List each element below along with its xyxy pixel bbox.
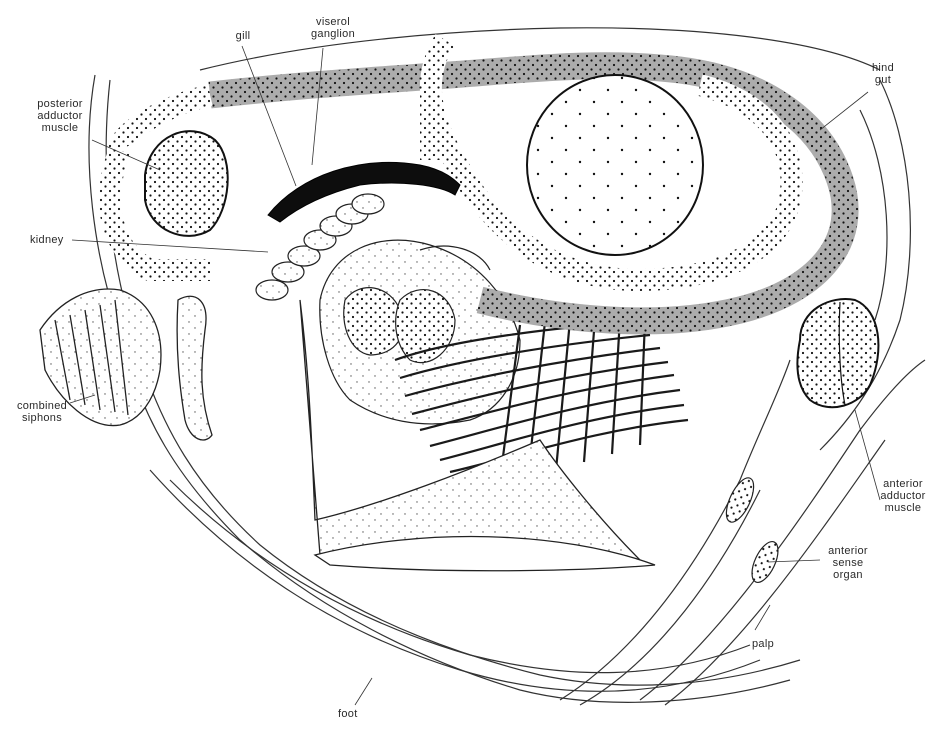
- label-visceral-ganglion-line1: viserol: [303, 16, 363, 28]
- label-hind-gut-line1: hind: [858, 62, 908, 74]
- label-visceral-ganglion: viserol ganglion: [303, 16, 363, 40]
- label-anterior-adductor-line2: adductor: [868, 490, 938, 502]
- label-kidney: kidney: [30, 234, 80, 246]
- label-hind-gut: hind gut: [858, 62, 908, 86]
- anterior-adductor-muscle: [797, 299, 878, 407]
- label-anterior-adductor-muscle: anterior adductor muscle: [868, 478, 938, 514]
- anterior-sense-organ: [721, 474, 784, 586]
- label-anterior-sense-organ-line2: sense: [818, 557, 878, 569]
- label-visceral-ganglion-line2: ganglion: [303, 28, 363, 40]
- digestive-gland: [527, 75, 703, 255]
- label-kidney-text: kidney: [30, 234, 80, 246]
- label-posterior-adductor-line3: muscle: [22, 122, 98, 134]
- label-anterior-sense-organ-line3: organ: [818, 569, 878, 581]
- label-hind-gut-line2: gut: [858, 74, 908, 86]
- label-combined-siphons-line1: combined: [6, 400, 78, 412]
- label-gill-text: gill: [228, 30, 258, 42]
- label-anterior-adductor-line1: anterior: [868, 478, 938, 490]
- label-combined-siphons: combined siphons: [6, 400, 78, 424]
- label-posterior-adductor-muscle: posterior adductor muscle: [22, 98, 98, 134]
- label-gill: gill: [228, 30, 258, 42]
- label-palp: palp: [752, 638, 792, 650]
- label-posterior-adductor-line1: posterior: [22, 98, 98, 110]
- label-anterior-sense-organ: anterior sense organ: [818, 545, 878, 581]
- label-posterior-adductor-line2: adductor: [22, 110, 98, 122]
- label-combined-siphons-line2: siphons: [6, 412, 78, 424]
- visceral-mass: [320, 240, 520, 424]
- label-anterior-sense-organ-line1: anterior: [818, 545, 878, 557]
- label-anterior-adductor-line3: muscle: [868, 502, 938, 514]
- label-palp-text: palp: [752, 638, 792, 650]
- label-foot-text: foot: [338, 708, 378, 720]
- label-foot: foot: [338, 708, 378, 720]
- posterior-adductor-muscle: [145, 131, 228, 236]
